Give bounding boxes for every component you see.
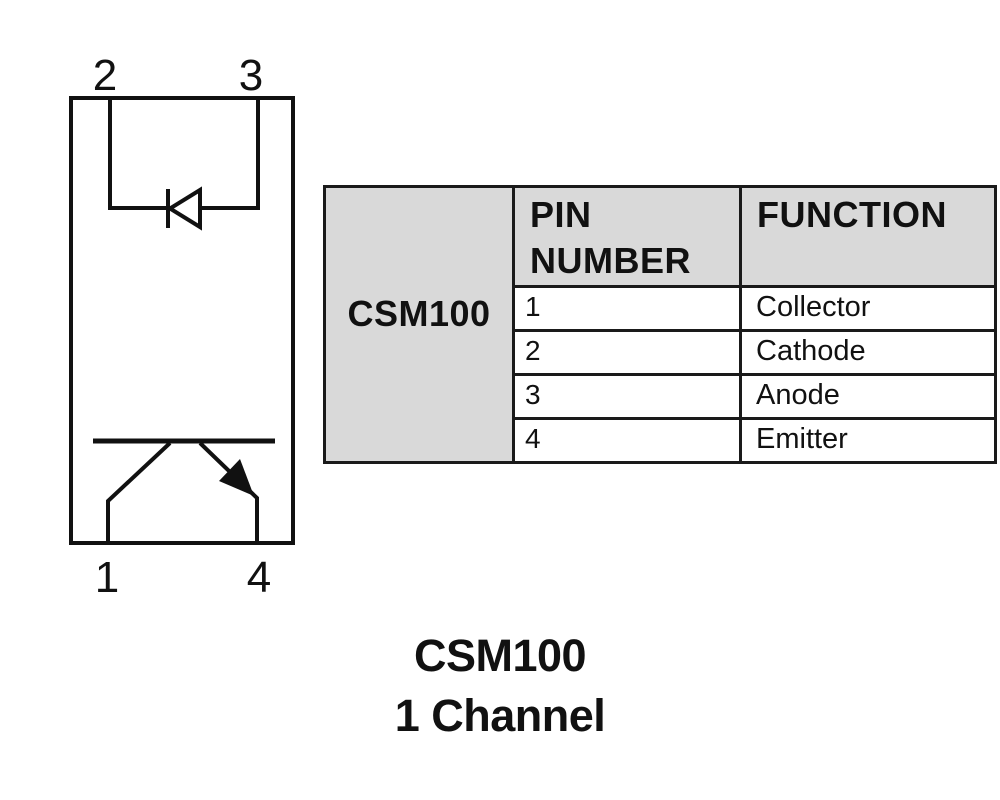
pin-number-cell: 3 bbox=[512, 373, 742, 420]
pin-number-header: PIN NUMBER bbox=[512, 185, 742, 288]
figure-caption: CSM100 1 Channel bbox=[0, 626, 1000, 746]
pin-label-3: 3 bbox=[239, 51, 263, 100]
pin-label-4: 4 bbox=[247, 553, 271, 602]
led-diode-symbol bbox=[108, 97, 260, 231]
function-header: FUNCTION bbox=[739, 185, 997, 288]
caption-device-name: CSM100 bbox=[413, 630, 587, 681]
phototransistor-symbol bbox=[93, 438, 275, 545]
package-outline bbox=[69, 96, 295, 545]
pin-function-table: CSM100 PIN NUMBER FUNCTION 1 Collector 2… bbox=[323, 185, 997, 464]
table-row: 1 Collector bbox=[325, 285, 997, 332]
function-cell: Anode bbox=[739, 373, 997, 420]
pin-number-cell: 4 bbox=[512, 417, 742, 464]
optocoupler-schematic: 2 3 1 4 bbox=[69, 51, 295, 602]
diode-triangle bbox=[166, 186, 202, 231]
pin-label-1: 1 bbox=[95, 553, 119, 602]
table-row: 4 Emitter bbox=[325, 417, 997, 464]
pin-number-cell: 1 bbox=[512, 285, 742, 332]
function-cell: Collector bbox=[739, 285, 997, 332]
pin1-collector-lead bbox=[106, 441, 172, 545]
table-row: 3 Anode bbox=[325, 373, 997, 420]
pin-label-2: 2 bbox=[93, 51, 117, 100]
pin-number-cell: 2 bbox=[512, 329, 742, 376]
table-header-row: CSM100 PIN NUMBER FUNCTION bbox=[323, 185, 997, 464]
caption-channel-count: 1 Channel bbox=[394, 690, 606, 741]
function-cell: Cathode bbox=[739, 329, 997, 376]
function-cell: Emitter bbox=[739, 417, 997, 464]
table-row: 2 Cathode bbox=[325, 329, 997, 376]
pin4-emitter-lead bbox=[198, 441, 259, 545]
device-name-cell: CSM100 bbox=[323, 185, 515, 464]
emitter-arrow bbox=[219, 459, 254, 496]
